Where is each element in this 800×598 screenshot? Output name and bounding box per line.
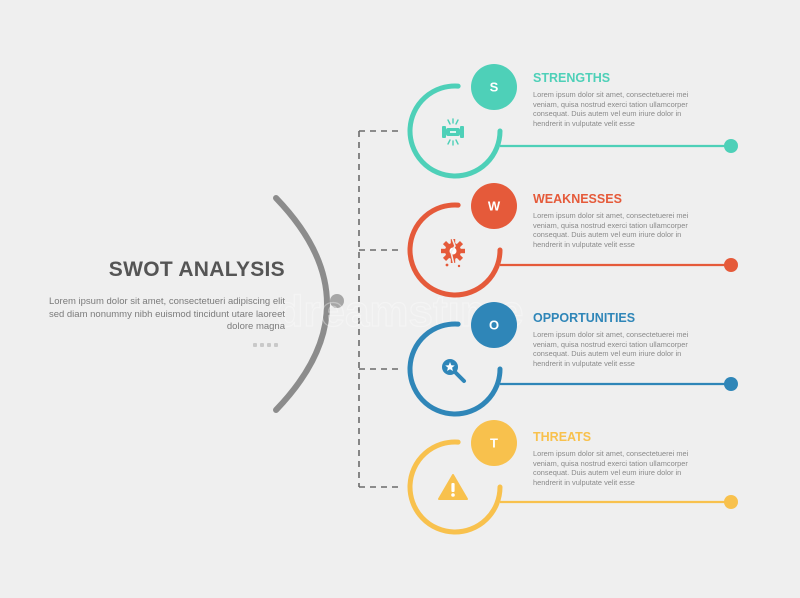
item-description: Lorem ipsum dolor sit amet, consectetuer… [533, 90, 689, 129]
item-end-dot [724, 495, 738, 509]
item-ring [407, 83, 503, 179]
item-title: WEAKNESSES [533, 192, 622, 206]
item-letter: S [490, 80, 499, 95]
item-badge [471, 64, 517, 110]
item-description: Lorem ipsum dolor sit amet, consectetuer… [533, 330, 689, 369]
item-badge [471, 183, 517, 229]
decorative-dots [253, 334, 287, 347]
swot-item-weaknesses-text: WEAKNESSES Lorem ipsum dolor sit amet, c… [533, 192, 698, 250]
bracket-arc [273, 195, 330, 413]
item-ring [407, 321, 503, 417]
item-title: THREATS [533, 430, 592, 444]
item-letter: O [489, 318, 499, 333]
swot-item-strengths-text: STRENGTHS Lorem ipsum dolor sit amet, co… [533, 71, 698, 129]
item-ring [407, 202, 503, 298]
swot-items: S W O T [359, 64, 738, 535]
item-badge [471, 302, 517, 348]
item-description: Lorem ipsum dolor sit amet, consectetuer… [533, 449, 689, 488]
intro-description: Lorem ipsum dolor sit amet, consectetuer… [48, 296, 285, 332]
arm-band-icon [442, 118, 464, 146]
search-star-icon [442, 359, 466, 383]
item-ring [407, 439, 503, 535]
item-end-dot [724, 139, 738, 153]
item-letter: W [488, 199, 501, 214]
broken-gear-icon [441, 237, 465, 268]
swot-item-threats-text: THREATS Lorem ipsum dolor sit amet, cons… [533, 430, 698, 488]
item-description: Lorem ipsum dolor sit amet, consectetuer… [533, 211, 689, 250]
swot-item-strengths: S [359, 64, 738, 179]
page-title: SWOT ANALYSIS [108, 258, 285, 281]
swot-item-weaknesses: W [359, 183, 738, 298]
warning-icon [438, 474, 468, 500]
swot-item-opportunities-text: OPPORTUNITIES Lorem ipsum dolor sit amet… [533, 311, 698, 369]
item-letter: T [490, 436, 498, 451]
item-title: STRENGTHS [533, 71, 611, 85]
bracket-node [330, 294, 344, 308]
item-end-dot [724, 377, 738, 391]
item-title: OPPORTUNITIES [533, 311, 636, 325]
swot-item-threats: T [359, 420, 738, 535]
item-end-dot [724, 258, 738, 272]
swot-item-opportunities: O [359, 302, 738, 417]
item-badge [471, 420, 517, 466]
intro-block: SWOT ANALYSIS Lorem ipsum dolor sit amet… [40, 258, 285, 334]
